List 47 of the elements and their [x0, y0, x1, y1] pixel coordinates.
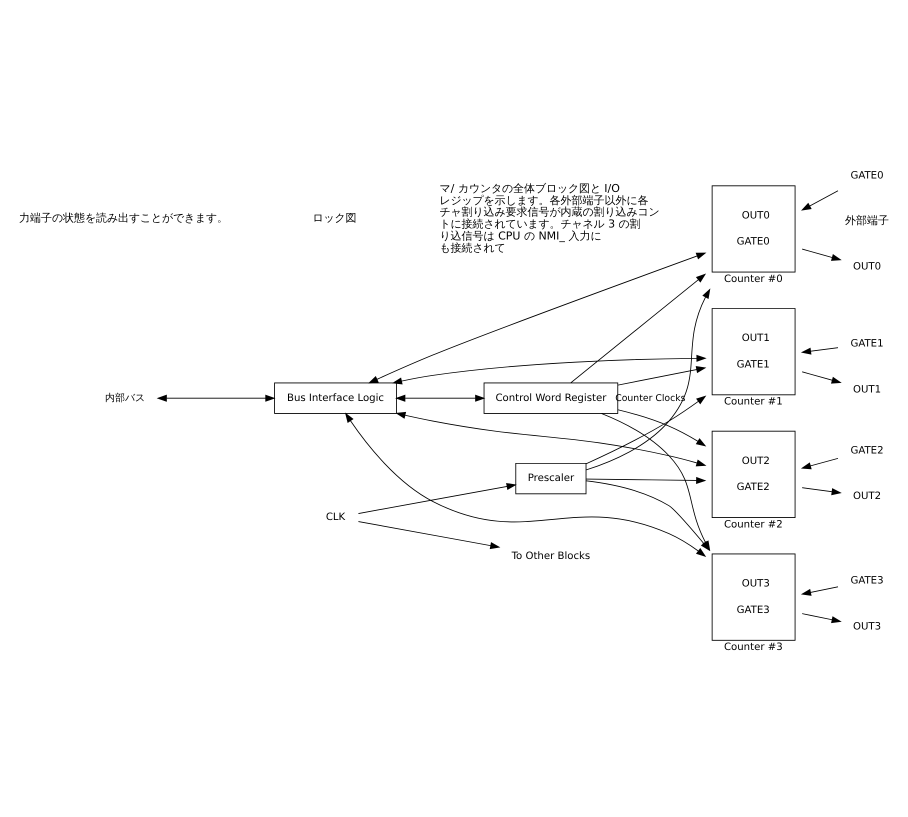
arrow: [368, 252, 706, 383]
node-text: OUT1: [852, 384, 882, 395]
node-text: GATE2: [850, 444, 884, 456]
node-text: OUT3: [852, 620, 882, 632]
label: マ/ カウンタの全体ブロック図と I/O レジップを示します。各外部端子以外に各チャ割り込み要求信号が内蔵の割り込みコントに接続されています。チャネル 3 の割り込信号は CPU の NMI_ 入力にも接続されて: [440, 182, 660, 254]
node-label: Counter #1: [724, 396, 783, 408]
node-box: Bus Interface Logic: [274, 382, 397, 414]
arrow: [802, 248, 842, 260]
arrow: [617, 408, 706, 446]
arrow: [570, 272, 706, 383]
node-text: GATE1: [850, 338, 884, 350]
arrow: [802, 486, 842, 495]
node-label: Counter #3: [724, 642, 783, 653]
arrow: [586, 288, 710, 470]
node-text: GATE3: [850, 575, 884, 586]
arrow: [802, 370, 842, 384]
node-label: Counter #0: [724, 273, 783, 284]
node-box: Prescaler: [515, 462, 586, 494]
node-box: OUT1 GATE1: [712, 308, 796, 395]
arrow: [586, 476, 706, 484]
node-text: 内部バス: [105, 392, 146, 404]
node-text: To Other Blocks: [512, 550, 590, 562]
node-text: CLK: [326, 512, 346, 523]
arrow: [358, 520, 500, 549]
arrow: [586, 395, 706, 464]
node-text: OUT0: [852, 261, 882, 272]
arrow: [344, 412, 706, 557]
arrow: [800, 586, 838, 596]
node-box: OUT2 GATE2: [712, 430, 796, 518]
node-text: GATE0: [850, 170, 884, 181]
arrow: [395, 411, 706, 466]
node-label: Counter #2: [724, 518, 783, 530]
arrow: [156, 394, 276, 402]
arrow: [800, 346, 838, 354]
arrow: [801, 190, 838, 210]
arrow: [392, 354, 707, 384]
node-box: OUT3 GATE3: [712, 553, 796, 640]
label: 外部端子: [845, 214, 890, 227]
arrow: [617, 366, 706, 386]
node-text: OUT2: [852, 490, 882, 502]
arrow: [800, 457, 838, 469]
arrow: [358, 482, 517, 514]
label: 力端子の状態を読み出すことができます。: [18, 211, 228, 224]
label: ロック図: [312, 211, 357, 224]
node-box: OUT0 GATE0: [712, 184, 796, 272]
arrow: [802, 612, 842, 623]
arrow: [395, 394, 486, 402]
